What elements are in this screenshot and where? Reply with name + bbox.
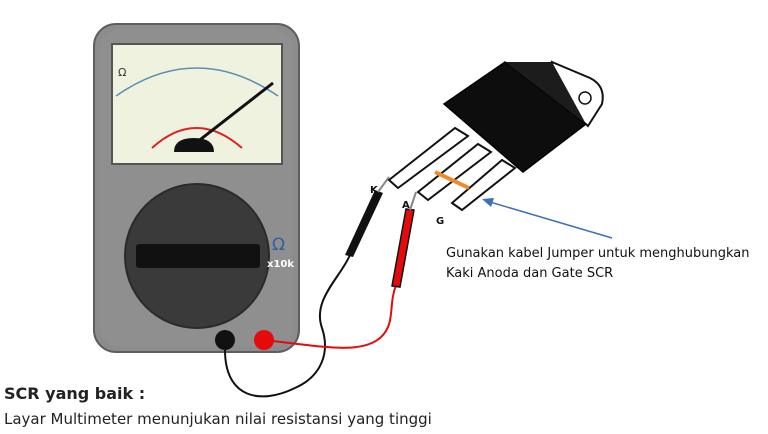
arrow-line (489, 201, 613, 239)
scr-metal-tab (550, 60, 604, 128)
range-ohm-symbol: Ω (272, 235, 285, 255)
screen-ohm-symbol: Ω (118, 66, 126, 79)
red-probe-body (391, 208, 415, 288)
scr-leg-k (387, 126, 470, 190)
black-probe-tip (377, 176, 390, 193)
black-wire (224, 254, 351, 398)
caption-body: Layar Multimeter menunjukan nilai resist… (4, 410, 432, 428)
scr-leg-a (416, 142, 493, 202)
com-jack (215, 330, 235, 350)
pin-label-k: K (370, 185, 379, 196)
scr-body-top (505, 62, 586, 124)
pointer-arrow (482, 198, 613, 239)
screen-red-arc (151, 127, 243, 149)
black-probe (345, 176, 390, 257)
red-probe-tip (409, 191, 417, 211)
multimeter: Ω Ω x10k (93, 23, 300, 353)
pin-label-a: A (402, 200, 410, 211)
scr-tab-hole (578, 91, 592, 105)
instruction-line-2: Kaki Anoda dan Gate SCR (446, 266, 614, 281)
red-wire (263, 284, 397, 349)
jumper-wire (434, 170, 470, 190)
black-probe-body (345, 190, 383, 257)
screen-scale-arc (115, 67, 279, 97)
arrow-head (482, 198, 494, 207)
red-probe (391, 191, 417, 288)
instruction-line-1: Gunakan kabel Jumper untuk menghubungkan (446, 246, 750, 261)
meter-needle (191, 81, 274, 148)
scr-component: K A G (370, 60, 604, 227)
range-label: x10k (267, 259, 294, 270)
dial-knob-bar (136, 244, 260, 268)
pin-label-g: G (436, 216, 444, 227)
jumper-instruction: Gunakan kabel Jumper untuk menghubungkan… (446, 244, 749, 284)
needle-pivot (174, 138, 214, 152)
probe-wires (224, 254, 397, 398)
caption-title: SCR yang baik : (4, 384, 146, 403)
